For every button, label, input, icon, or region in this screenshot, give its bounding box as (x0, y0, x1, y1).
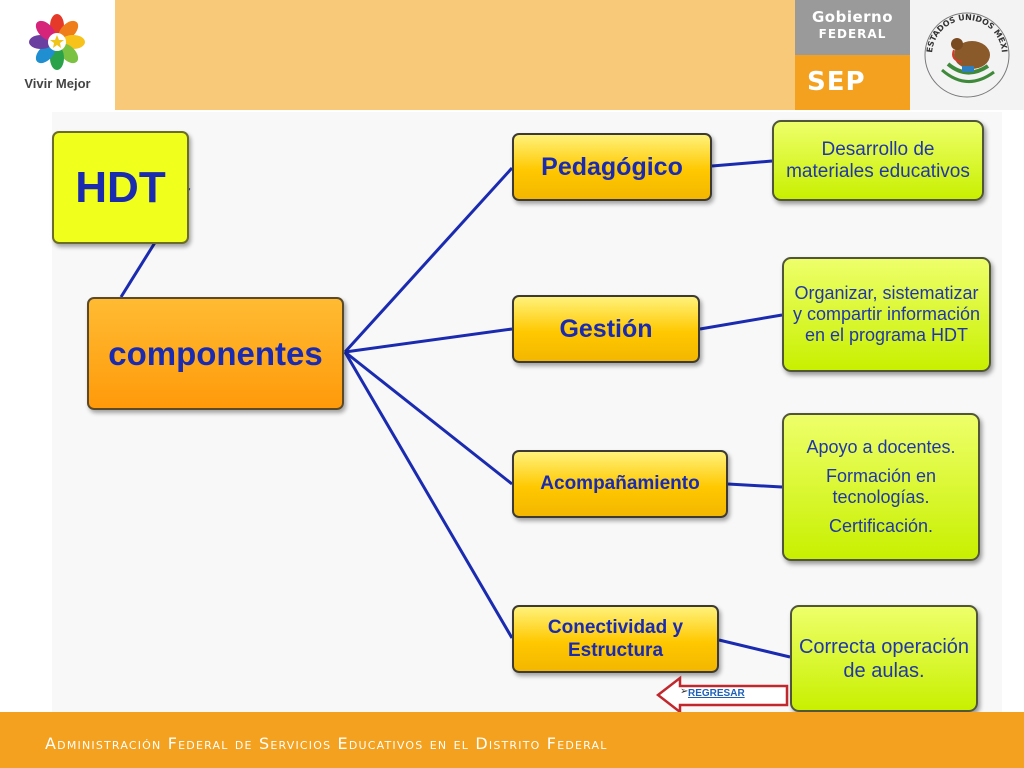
sep-label: SEP (807, 67, 866, 97)
description-gestion: Organizar, sistematizar y compartir info… (782, 257, 991, 372)
hub-to-gestion-line (344, 327, 513, 354)
acompanamiento-to-desc-line (727, 482, 783, 489)
component-label: Conectividad y Estructura (547, 617, 684, 661)
vivir-mejor-logo: Vivir Mejor (0, 0, 115, 110)
conectividad-to-desc-line (718, 638, 791, 659)
component-label: Gestión (559, 314, 653, 343)
footer-text: Administración Federal de Servicios Educ… (45, 734, 608, 753)
componentes-hub-box: componentes (87, 297, 344, 410)
hdt-root-box: HDT (52, 131, 189, 244)
regresar-link[interactable]: REGRESAR (688, 688, 745, 699)
gobierno-federal-badge: Gobierno FEDERAL (795, 0, 910, 55)
logo-caption: Vivir Mejor (24, 76, 91, 91)
component-acompanamiento: Acompañamiento (512, 450, 728, 518)
mexico-seal: ESTADOS UNIDOS MEXICANOS (907, 0, 1024, 110)
hdt-title: HDT (75, 162, 166, 212)
description-text: Certificación. (828, 516, 934, 536)
header: Vivir Mejor Gobierno FEDERAL SEP ESTADOS… (0, 0, 1024, 110)
description-text: Correcta operación de aulas. (798, 635, 970, 682)
arrow-bullet-icon: ➢ (680, 686, 689, 697)
description-acompanamiento: Apoyo a docentes. Formación en tecnologí… (782, 413, 980, 561)
gestion-to-desc-line (699, 313, 783, 331)
component-conectividad: Conectividad y Estructura (512, 605, 719, 673)
description-pedagogico: Desarrollo de materiales educativos (772, 120, 984, 201)
gobierno-label: Gobierno (811, 8, 894, 26)
pedagogico-to-desc-line (711, 159, 773, 168)
sep-badge: SEP (795, 55, 910, 110)
component-pedagogico: Pedagógico (512, 133, 712, 201)
hub-to-acompanamiento-line (344, 350, 513, 486)
hub-to-conectividad-line (343, 351, 514, 639)
footer: Administración Federal de Servicios Educ… (0, 712, 1024, 768)
description-text: Organizar, sistematizar y compartir info… (792, 283, 981, 345)
component-label: Pedagógico (541, 152, 683, 181)
description-text: Desarrollo de materiales educativos (786, 138, 970, 182)
component-label: Acompañamiento (540, 473, 700, 494)
eagle-seal-icon: ESTADOS UNIDOS MEXICANOS (907, 0, 1010, 98)
hub-to-pedagogico-line (343, 166, 514, 354)
description-text: Formación en tecnologías. (825, 466, 937, 507)
return-arrow-icon[interactable] (656, 675, 790, 715)
federal-label: FEDERAL (818, 27, 887, 41)
component-gestion: Gestión (512, 295, 700, 363)
description-text: Apoyo a docentes. (806, 437, 956, 457)
componentes-title: componentes (108, 334, 323, 372)
description-conectividad: Correcta operación de aulas. (790, 605, 978, 712)
header-band (115, 0, 795, 110)
flower-logo-icon (29, 14, 85, 70)
